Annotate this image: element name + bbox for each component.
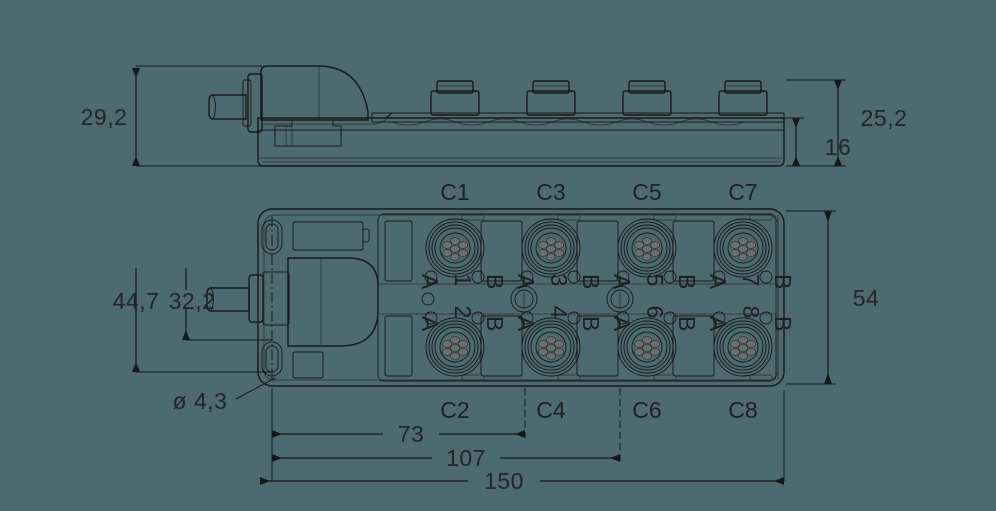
led-label-a: A bbox=[417, 316, 443, 332]
top-edge-tabs bbox=[461, 214, 773, 381]
dim-mount-inner-label: 32,2 bbox=[169, 288, 216, 314]
channel-number: 2 bbox=[450, 306, 476, 319]
led-label-b: B bbox=[674, 316, 700, 331]
channel-number: 5 bbox=[642, 274, 668, 287]
port-label-c2: C2 bbox=[440, 397, 469, 423]
dim-depth-total-label: 54 bbox=[853, 285, 880, 311]
port-captions-top: C1 C3 C5 C7 bbox=[440, 179, 757, 205]
led-label-b: B bbox=[578, 274, 604, 289]
side-cable-gland bbox=[208, 73, 263, 133]
side-connector-rail bbox=[371, 112, 785, 123]
led-label-b: B bbox=[482, 316, 508, 331]
connector-c1[interactable]: A B 1 bbox=[417, 218, 508, 290]
top-center-indicators bbox=[421, 285, 634, 313]
side-body bbox=[257, 112, 785, 167]
top-plan-view: A B 1 A B 3 bbox=[206, 179, 796, 423]
led-a bbox=[712, 311, 726, 325]
dim-height-total-label: 29,2 bbox=[81, 104, 128, 130]
port-label-c4: C4 bbox=[536, 397, 566, 423]
led-label-b: B bbox=[674, 274, 700, 289]
channel-number: 8 bbox=[738, 306, 764, 319]
connector-c7[interactable]: A B 7 bbox=[705, 218, 796, 290]
led-a bbox=[424, 270, 438, 284]
port-label-c6: C6 bbox=[632, 397, 661, 423]
dim-height-connector-label: 25,2 bbox=[861, 105, 908, 131]
led-label-a: A bbox=[705, 274, 731, 290]
led-label-a: A bbox=[609, 316, 635, 332]
top-gland-hood bbox=[206, 257, 379, 379]
dimension-mount-spans: 44,7 32,2 bbox=[113, 268, 272, 373]
dimension-height-connector: 25,2 bbox=[786, 79, 908, 167]
led-b bbox=[663, 270, 677, 284]
dimension-107: 107 bbox=[272, 445, 620, 471]
top-label-window bbox=[292, 221, 370, 251]
led-label-a: A bbox=[513, 316, 539, 332]
port-label-c7: C7 bbox=[728, 179, 757, 205]
led-b bbox=[567, 311, 581, 325]
led-label-b: B bbox=[770, 316, 796, 331]
port-label-c8: C8 bbox=[728, 397, 757, 423]
channel-number: 4 bbox=[546, 306, 572, 319]
led-a bbox=[616, 270, 630, 284]
side-elevation-view: 29,2 25,2 16 bbox=[81, 65, 908, 167]
fixing-screw bbox=[510, 285, 538, 313]
channel-number: 1 bbox=[450, 274, 476, 287]
led-label-a: A bbox=[609, 274, 635, 290]
top-housing bbox=[257, 208, 785, 387]
led-label-b: B bbox=[482, 274, 508, 289]
dim-107-label: 107 bbox=[446, 445, 486, 471]
top-mounting-ears bbox=[261, 216, 283, 382]
dim-150-label: 150 bbox=[484, 468, 524, 494]
connector-c8[interactable]: A B 8 bbox=[705, 306, 796, 377]
led-b bbox=[471, 270, 485, 284]
side-connector-caps bbox=[430, 80, 768, 116]
dimension-73: 73 bbox=[272, 421, 525, 447]
led-label-b: B bbox=[578, 316, 604, 331]
dim-mount-outer-label: 44,7 bbox=[113, 288, 160, 314]
led-label-a: A bbox=[705, 316, 731, 332]
dim-73-label: 73 bbox=[398, 421, 425, 447]
led-label-b: B bbox=[770, 274, 796, 289]
channel-number: 6 bbox=[642, 306, 668, 319]
led-a bbox=[712, 270, 726, 284]
port-captions-bottom: C2 C4 C6 C8 bbox=[440, 397, 757, 423]
channel-number: 7 bbox=[738, 274, 764, 287]
led-label-a: A bbox=[417, 274, 443, 290]
side-cap bbox=[430, 80, 480, 116]
side-cap bbox=[718, 80, 768, 116]
dimension-height-total: 29,2 bbox=[81, 65, 262, 167]
port-label-c1: C1 bbox=[440, 179, 469, 205]
dimension-hole-diameter: ø 4,3 bbox=[173, 377, 276, 414]
port-label-c5: C5 bbox=[632, 179, 661, 205]
dimension-height-base: 16 bbox=[760, 117, 852, 166]
connector-c2[interactable]: A B 2 bbox=[417, 306, 508, 377]
connector-c6[interactable]: A B 6 bbox=[609, 306, 700, 377]
led-b bbox=[759, 311, 773, 325]
side-cable-hood bbox=[260, 65, 393, 147]
side-cap bbox=[622, 80, 672, 116]
dim-hole-diameter-label: ø 4,3 bbox=[173, 388, 228, 414]
led-a bbox=[520, 270, 534, 284]
side-cap bbox=[526, 80, 576, 116]
led-b bbox=[759, 270, 773, 284]
connector-c3[interactable]: A B 3 bbox=[513, 218, 604, 290]
led-b bbox=[471, 311, 485, 325]
dim-height-base-label: 16 bbox=[825, 134, 852, 160]
led-label-a: A bbox=[513, 274, 539, 290]
dimension-150: 150 bbox=[260, 468, 784, 494]
led-b bbox=[663, 311, 677, 325]
connector-c5[interactable]: A B 5 bbox=[609, 218, 700, 290]
port-label-c3: C3 bbox=[536, 179, 565, 205]
connector-c4[interactable]: A B 4 bbox=[513, 306, 604, 377]
status-led bbox=[421, 292, 435, 306]
fixing-screw bbox=[606, 285, 634, 313]
dimension-bottom-chain: 73 107 150 bbox=[260, 388, 785, 494]
led-a bbox=[424, 311, 438, 325]
channel-number: 3 bbox=[546, 274, 572, 287]
dimension-depth-total: 54 bbox=[786, 210, 880, 385]
led-b bbox=[567, 270, 581, 284]
